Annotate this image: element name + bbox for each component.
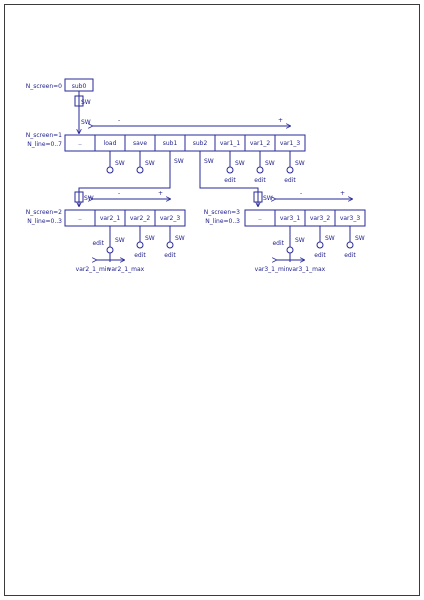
level1-var1-3-sw: SW — [295, 160, 305, 167]
level1-var1-1-edit-label: edit — [224, 177, 236, 184]
level1-box-sub2[interactable]: sub2 — [193, 140, 208, 147]
level1-var1-1-edit: SW edit — [224, 151, 245, 184]
level2-screen-label: N_screen=2 — [26, 209, 62, 216]
level3-line-label: N_line=0..3 — [205, 218, 240, 225]
level2-var2-3-edit: SW edit — [164, 226, 185, 259]
level2-max-label: var2_1_max — [108, 266, 145, 273]
sub1-to-level2-connector: SW SW — [74, 151, 184, 206]
sub1-sw-label: SW — [174, 158, 184, 165]
level2-var2-2-sw: SW — [145, 235, 155, 242]
level0-sw-label-a: SW — [81, 99, 91, 106]
level1-plus-label: + — [278, 117, 283, 124]
level3-max-label: var3_1_max — [289, 266, 326, 273]
level2-box-var2-1[interactable]: var2_1 — [100, 215, 121, 222]
level3-minus-label: - — [300, 190, 302, 197]
level1-box-var1-1[interactable]: var1_1 — [220, 140, 241, 147]
level2-box-var2-2[interactable]: var2_2 — [130, 215, 151, 222]
level1-var1-3-edit: SW edit — [284, 151, 305, 184]
level1-var1-2-edit-label: edit — [254, 177, 266, 184]
level3-var3-3-sw: SW — [355, 235, 365, 242]
level1-box-back[interactable]: .. — [78, 140, 82, 147]
level3-plus-label: + — [340, 190, 345, 197]
level3-box-var3-2[interactable]: var3_2 — [310, 215, 331, 222]
level1-var1-2-sw: SW — [265, 160, 275, 167]
level2-var2-3-sw: SW — [175, 235, 185, 242]
level3-var3-1-sw: SW — [295, 237, 305, 244]
level2-var2-1-edit-label: edit — [92, 240, 104, 247]
level1-minus-label: - — [118, 117, 120, 124]
level3-menu-row: .. var3_1 var3_2 var3_3 — [244, 209, 366, 227]
level3-var3-1-edit: SW edit var3_1_min var3_1_max — [255, 226, 326, 273]
level3-var3-2-sw: SW — [325, 235, 335, 242]
level2-line-label: N_line=0..3 — [27, 218, 62, 225]
level1-var1-3-edit-label: edit — [284, 177, 296, 184]
level3-var3-2-edit-label: edit — [314, 252, 326, 259]
level1-save-switch: SW — [136, 151, 155, 174]
level2-var2-2-edit: SW edit — [134, 226, 155, 259]
level3-var3-3-edit-label: edit — [344, 252, 356, 259]
level2-min-label: var2_1_min — [76, 266, 111, 273]
level0-box-label: sub0 — [72, 83, 87, 90]
level0-screen-label: N_screen=0 — [26, 83, 62, 90]
sub2-sw-label: SW — [204, 158, 214, 165]
level1-box-sub1[interactable]: sub1 — [163, 140, 178, 147]
level0-sw-label-b: SW — [81, 119, 91, 126]
level3-box-var3-1[interactable]: var3_1 — [280, 215, 301, 222]
level2-minus-label: - — [118, 190, 120, 197]
level3-min-label: var3_1_min — [255, 266, 290, 273]
level3-screen-label: N_screen=3 — [204, 209, 240, 216]
level2-menu-row: .. var2_1 var2_2 var2_3 — [64, 209, 186, 227]
level3-var3-1-edit-label: edit — [272, 240, 284, 247]
level1-load-sw-label: SW — [115, 160, 125, 167]
level1-screen-label: N_screen=1 — [26, 132, 62, 139]
level1-box-load[interactable]: load — [104, 140, 117, 147]
level1-menu-row: .. load save sub1 sub2 var1_1 var1_2 var… — [64, 134, 306, 152]
level1-save-sw-label: SW — [145, 160, 155, 167]
level1-box-save[interactable]: save — [133, 140, 147, 147]
level1-var1-2-edit: SW edit — [254, 151, 275, 184]
level1-box-var1-3[interactable]: var1_3 — [280, 140, 301, 147]
level2-box-var2-3[interactable]: var2_3 — [160, 215, 181, 222]
sub2-to-level3-connector: SW SW — [199, 151, 273, 206]
level3-box-back[interactable]: .. — [258, 215, 262, 222]
level3-entry-sw-label: SW — [263, 195, 273, 202]
level2-var2-3-edit-label: edit — [164, 252, 176, 259]
level2-var2-2-edit-label: edit — [134, 252, 146, 259]
level1-box-var1-2[interactable]: var1_2 — [250, 140, 271, 147]
level1-var1-1-sw: SW — [235, 160, 245, 167]
level0-switch-symbol — [74, 95, 84, 107]
level1-line-label: N_line=0..7 — [27, 141, 62, 148]
level3-var3-2-edit: SW edit — [314, 226, 335, 259]
level2-var2-1-sw: SW — [115, 237, 125, 244]
level3-var3-3-edit: SW edit — [344, 226, 365, 259]
level2-plus-label: + — [158, 190, 163, 197]
level1-load-switch: SW — [106, 151, 125, 174]
level2-var2-1-edit: SW edit var2_1_min var2_1_max — [76, 226, 145, 273]
level3-box-var3-3[interactable]: var3_3 — [340, 215, 361, 222]
level2-box-back[interactable]: .. — [78, 215, 82, 222]
page-border — [4, 4, 420, 596]
